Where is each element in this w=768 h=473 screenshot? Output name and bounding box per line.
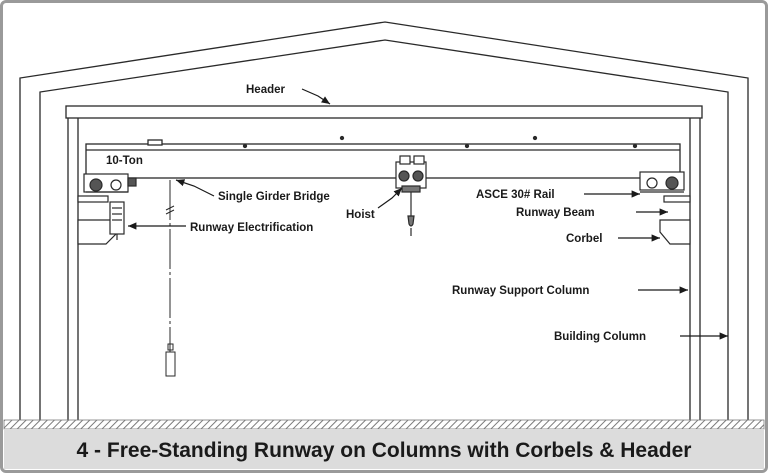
header-beam (65, 105, 703, 119)
label-building-column: Building Column (554, 331, 646, 343)
hoist (395, 155, 427, 236)
building-outline (19, 21, 749, 420)
label-runway-beam: Runway Beam (516, 207, 595, 219)
corbel-right (659, 195, 691, 245)
runway-support-column-left (67, 118, 79, 420)
end-truck-left (83, 173, 137, 193)
diagram-caption: 4 - Free-Standing Runway on Columns with… (77, 439, 692, 462)
label-runway-support-column: Runway Support Column (452, 285, 589, 297)
label-corbel: Corbel (566, 233, 602, 245)
pendant-control (165, 180, 176, 377)
runway-support-column-right (689, 118, 701, 420)
single-girder-bridge (85, 135, 681, 179)
end-truck-right (639, 171, 685, 191)
corbel-left (77, 195, 119, 245)
runway-electrification (109, 201, 125, 240)
leader-arrows (128, 88, 728, 340)
label-single-girder-bridge: Single Girder Bridge (218, 191, 330, 203)
caption-bar (4, 429, 764, 469)
label-hoist: Hoist (346, 209, 375, 221)
label-runway-electrification: Runway Electrification (190, 222, 313, 234)
label-header: Header (246, 84, 286, 96)
label-asce-rail: ASCE 30# Rail (476, 189, 555, 201)
ground (3, 419, 765, 430)
label-ton: 10-Ton (106, 155, 143, 167)
